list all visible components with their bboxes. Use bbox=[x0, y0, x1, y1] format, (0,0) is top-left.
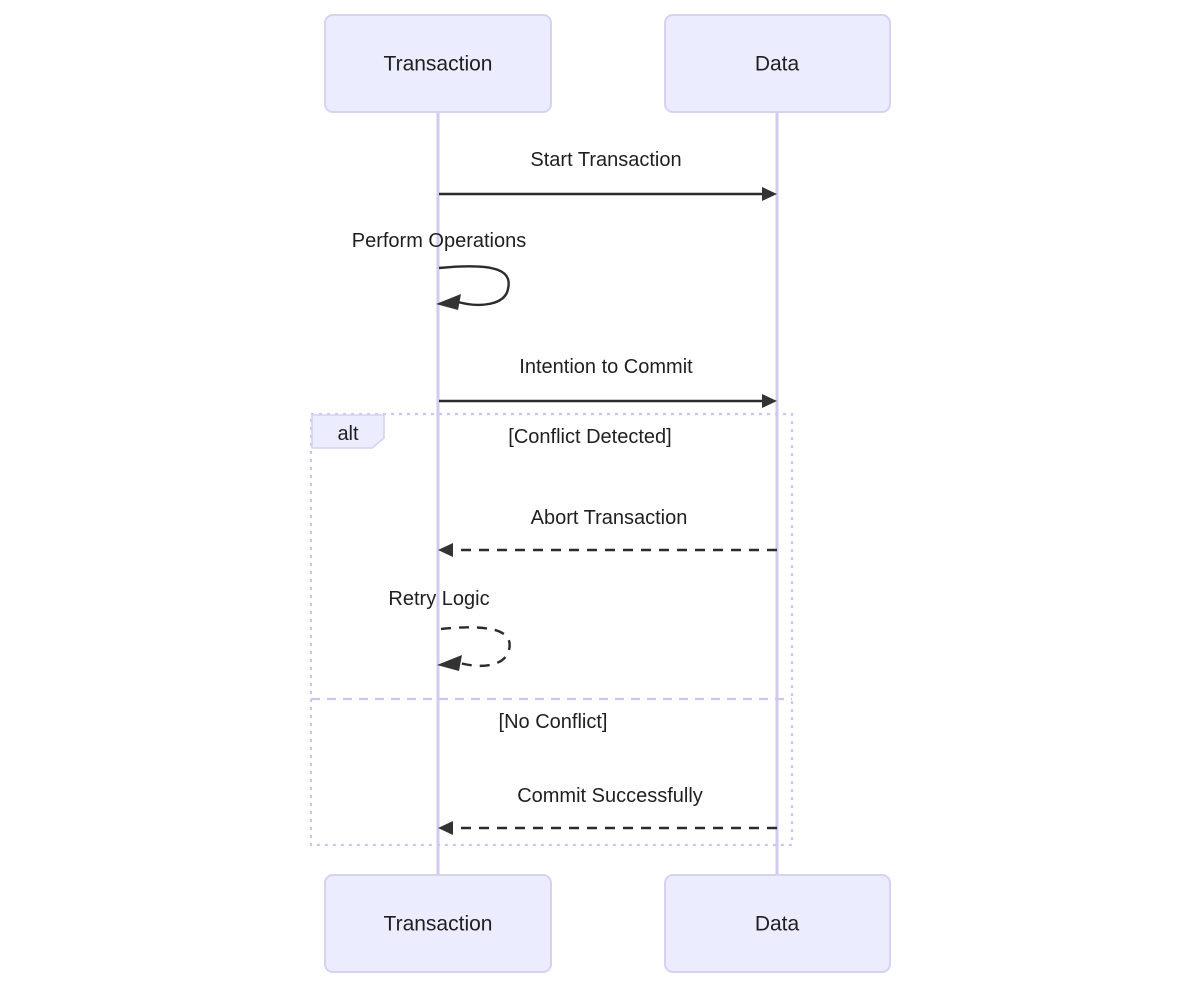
participant-label-data-bottom: Data bbox=[755, 913, 800, 936]
message-perform-operations[interactable]: Perform Operations bbox=[352, 230, 527, 310]
message-label-abort-transaction: Abort Transaction bbox=[531, 507, 688, 529]
participant-box-data-top[interactable] bbox=[664, 14, 891, 113]
arrow-head-left-abort-transaction bbox=[438, 543, 453, 557]
lifelines-group bbox=[436, 112, 779, 876]
self-loop-path-retry-logic bbox=[440, 626, 511, 667]
self-loop-path-perform-operations bbox=[438, 265, 510, 307]
message-label-retry-logic: Retry Logic bbox=[388, 588, 489, 610]
participant-top-data[interactable]: Data bbox=[664, 14, 891, 113]
message-label-start-transaction: Start Transaction bbox=[530, 149, 681, 171]
message-intention-to-commit[interactable]: Intention to Commit bbox=[439, 356, 777, 408]
participant-label-transaction-top: Transaction bbox=[384, 53, 493, 76]
participant-box-data-bottom[interactable] bbox=[664, 874, 891, 973]
message-retry-logic[interactable]: Retry Logic bbox=[388, 588, 511, 671]
message-commit-successfully[interactable]: Commit Successfully bbox=[438, 785, 777, 835]
message-start-transaction[interactable]: Start Transaction bbox=[439, 149, 777, 201]
arrow-head-left-retry-logic bbox=[437, 655, 462, 671]
participant-box-transaction-top[interactable] bbox=[324, 14, 552, 113]
message-abort-transaction[interactable]: Abort Transaction bbox=[438, 507, 777, 557]
arrow-head-right-intention-to-commit bbox=[762, 394, 777, 408]
alt-branch-condition-no-conflict: [No Conflict] bbox=[499, 711, 608, 733]
alt-branch-condition-conflict: [Conflict Detected] bbox=[508, 426, 671, 448]
arrow-head-left-perform-operations bbox=[436, 294, 461, 310]
arrow-head-left-commit-successfully bbox=[438, 821, 453, 835]
alt-fragment[interactable]: alt [Conflict Detected] [No Conflict] bbox=[309, 412, 794, 847]
alt-fragment-tag-shape bbox=[311, 414, 385, 449]
alt-fragment-border bbox=[309, 412, 794, 847]
arrow-head-right-start-transaction bbox=[762, 187, 777, 201]
participant-bottom-transaction[interactable]: Transaction bbox=[324, 874, 552, 973]
alt-fragment-tag-label: alt bbox=[337, 423, 359, 445]
message-label-intention-to-commit: Intention to Commit bbox=[519, 356, 693, 378]
participant-bottom-data[interactable]: Data bbox=[664, 874, 891, 973]
message-label-commit-successfully: Commit Successfully bbox=[517, 785, 703, 807]
participant-label-transaction-bottom: Transaction bbox=[384, 913, 493, 936]
participant-label-data-top: Data bbox=[755, 53, 800, 76]
message-label-perform-operations: Perform Operations bbox=[352, 230, 527, 252]
participant-top-transaction[interactable]: Transaction bbox=[324, 14, 552, 113]
participant-box-transaction-bottom[interactable] bbox=[324, 874, 552, 973]
